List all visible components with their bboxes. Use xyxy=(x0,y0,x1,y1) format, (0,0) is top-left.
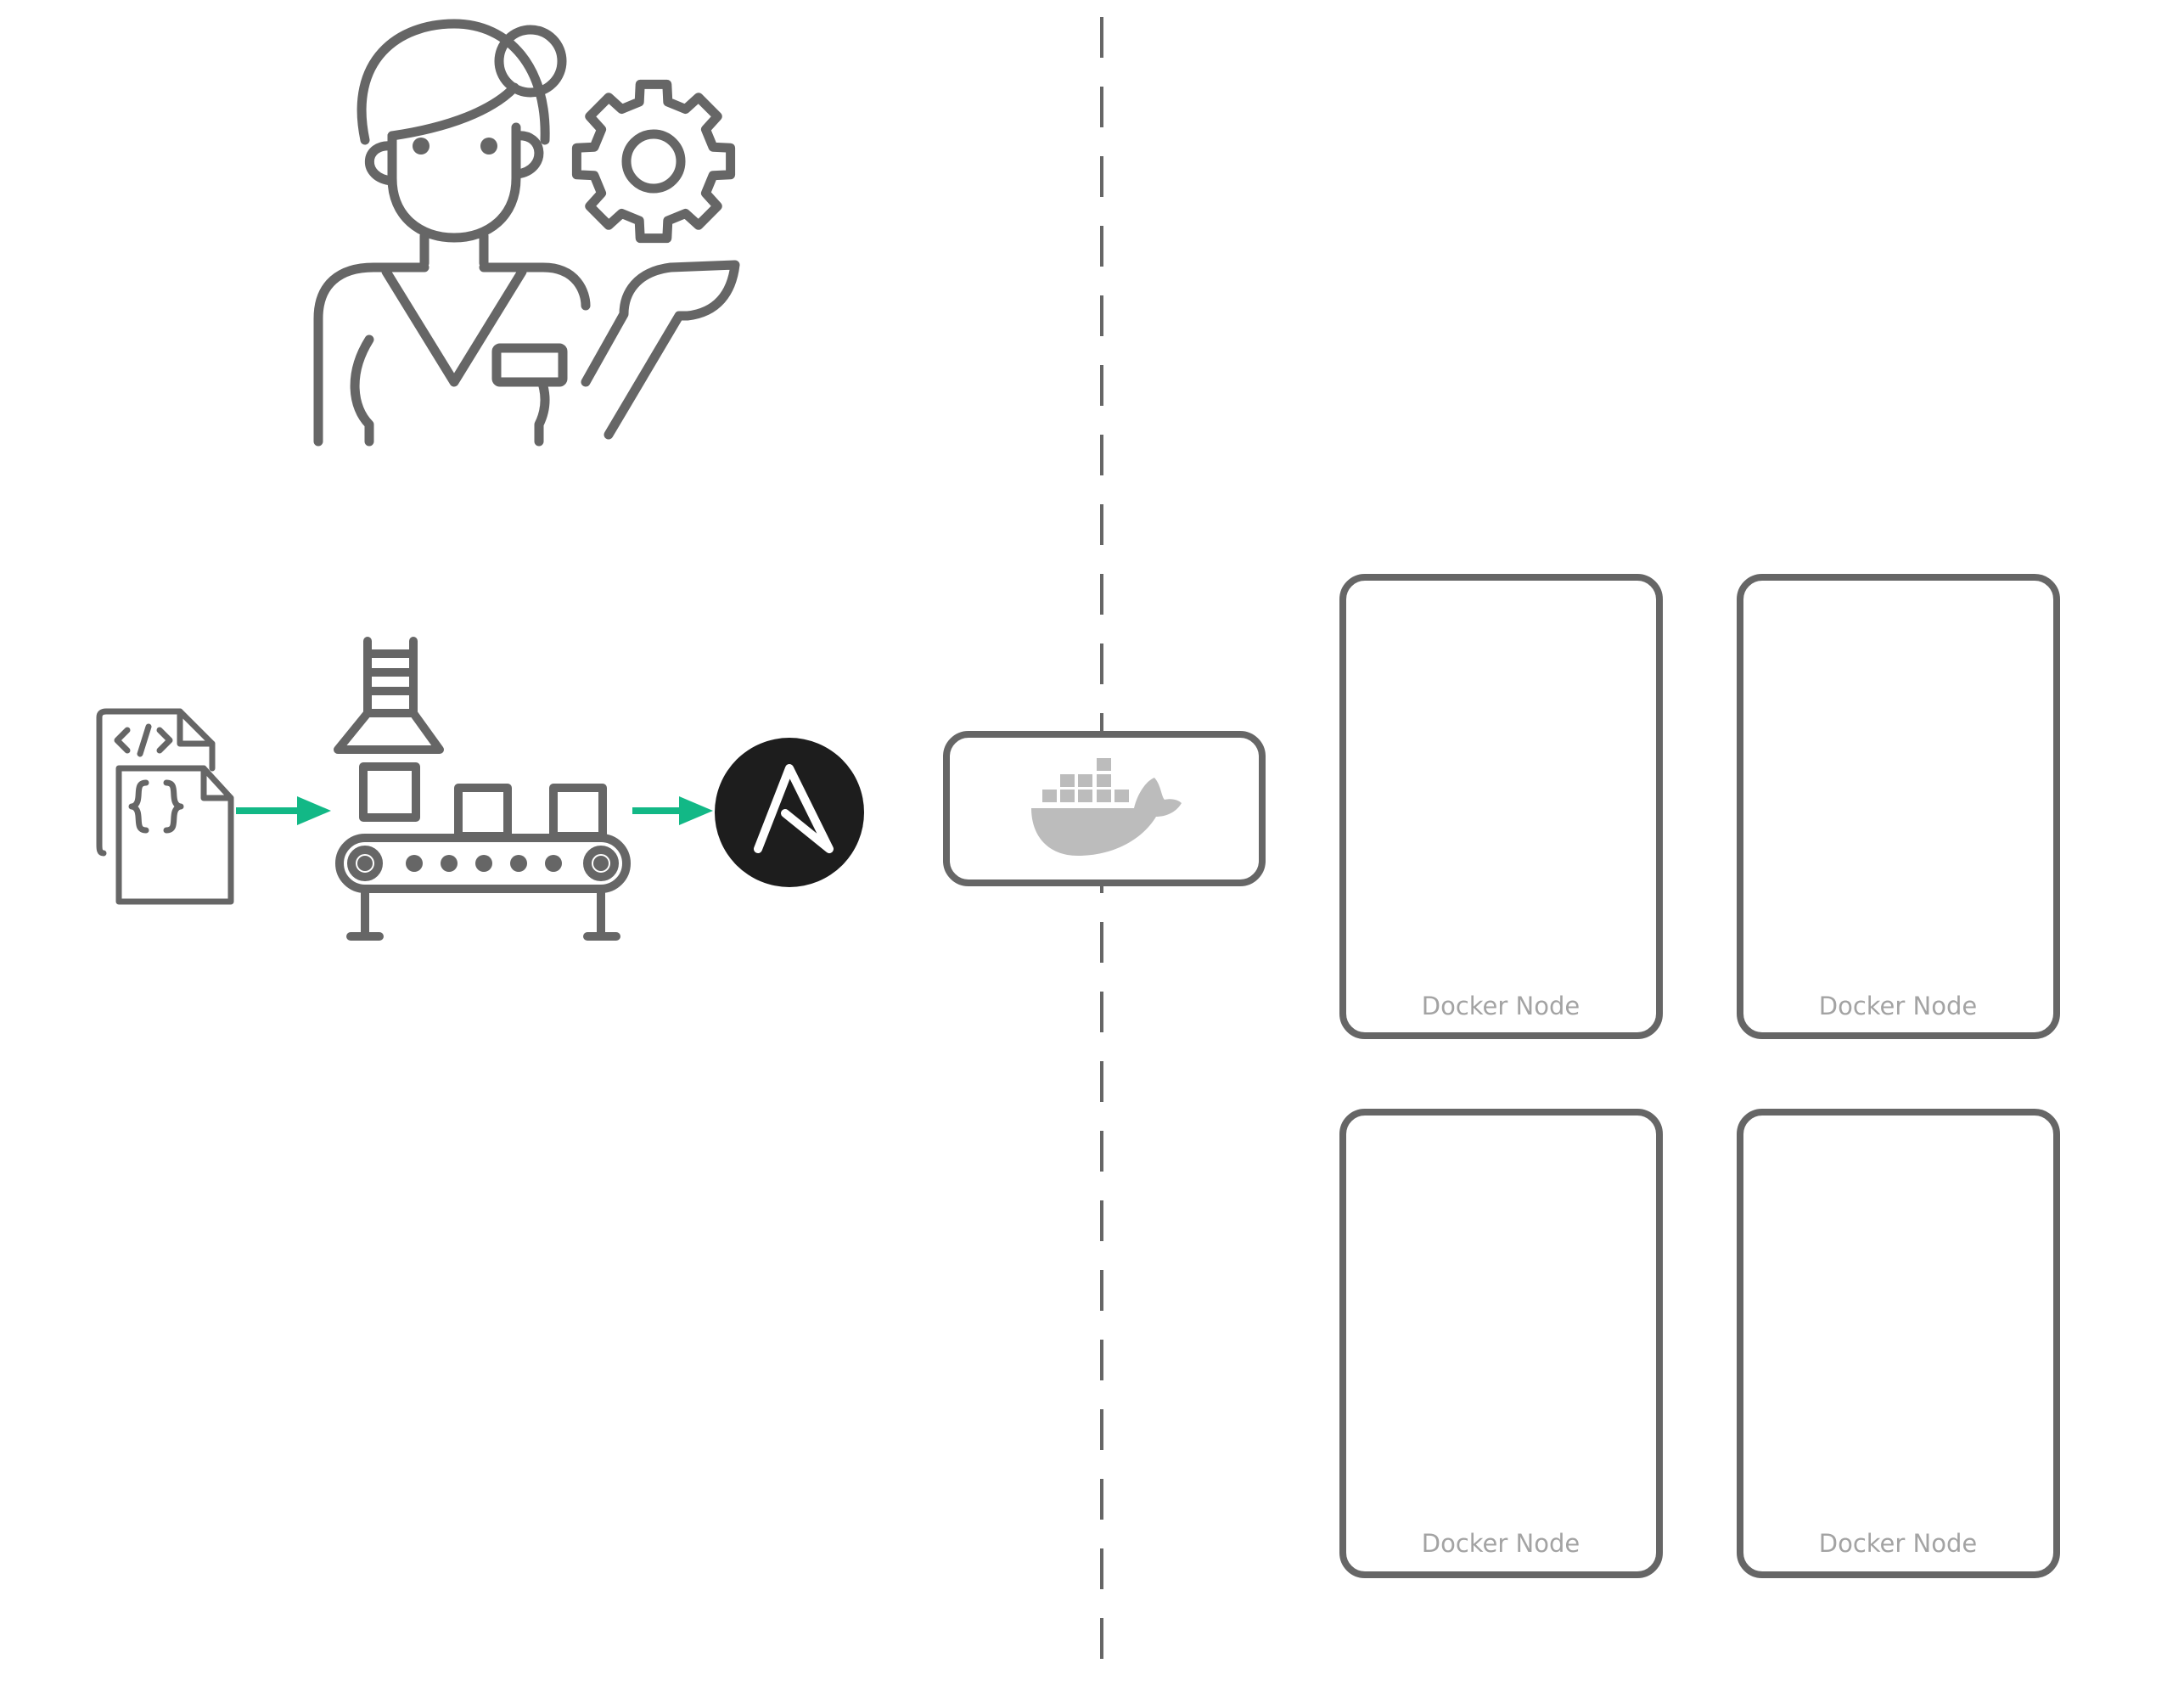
docker-node-4[interactable]: Docker Node xyxy=(1737,1109,2060,1578)
conveyor-rollers xyxy=(357,855,609,872)
docker-node-3-label: Docker Node xyxy=(1422,1529,1580,1558)
docker-node-1[interactable]: Docker Node xyxy=(1339,574,1663,1039)
gear-icon xyxy=(571,79,736,244)
ansible-logo xyxy=(715,738,864,887)
docker-node-2-label: Docker Node xyxy=(1819,992,1977,1020)
code-files-icon xyxy=(96,708,234,905)
docker-node-3[interactable]: Docker Node xyxy=(1339,1109,1663,1578)
engineer-with-gear-icon xyxy=(313,19,740,447)
flow-arrow-1 xyxy=(236,796,331,825)
conveyor-factory-icon xyxy=(334,637,631,941)
docker-whale-icon xyxy=(1031,758,1182,856)
docker-node-1-label: Docker Node xyxy=(1422,992,1580,1020)
flow-arrow-2 xyxy=(632,796,713,825)
docker-node-2[interactable]: Docker Node xyxy=(1737,574,2060,1039)
docker-node-4-label: Docker Node xyxy=(1819,1529,1977,1558)
